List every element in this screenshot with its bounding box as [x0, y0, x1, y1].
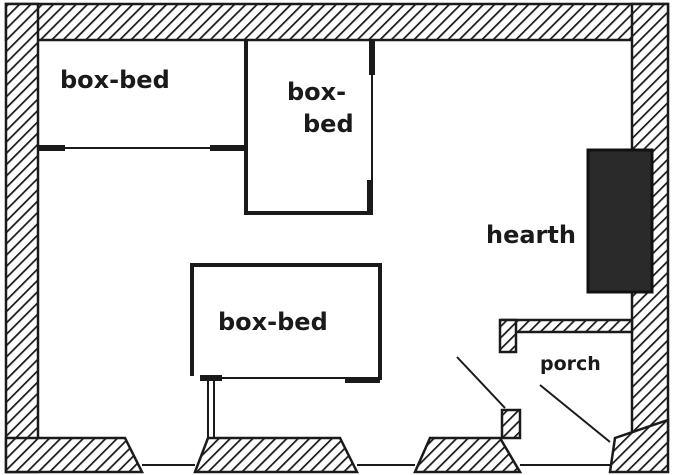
porch-partition	[498, 318, 634, 440]
hearth-block	[586, 148, 654, 294]
hearth-label: hearth	[486, 221, 576, 249]
box-bed-3: box-bed	[190, 263, 382, 438]
top-wall	[4, 2, 670, 42]
box-bed-1: box-bed	[38, 66, 245, 151]
box-bed-2-label-line1: box-	[287, 78, 346, 106]
box-bed-2: box- bed	[244, 40, 375, 215]
porch-label: porch	[540, 353, 601, 375]
box-bed-3-label: box-bed	[218, 308, 328, 336]
porch-post	[500, 408, 522, 440]
porch-door-swing	[539, 384, 611, 443]
bottom-wall-segment	[193, 436, 360, 474]
left-wall	[4, 2, 40, 474]
door-swing	[456, 356, 506, 409]
bottom-wall-segment	[608, 418, 670, 474]
box-bed-2-label-line2: bed	[303, 110, 354, 138]
box-bed-1-label: box-bed	[60, 66, 170, 94]
bottom-wall-segment	[413, 436, 523, 474]
bottom-wall-segment	[4, 436, 145, 474]
